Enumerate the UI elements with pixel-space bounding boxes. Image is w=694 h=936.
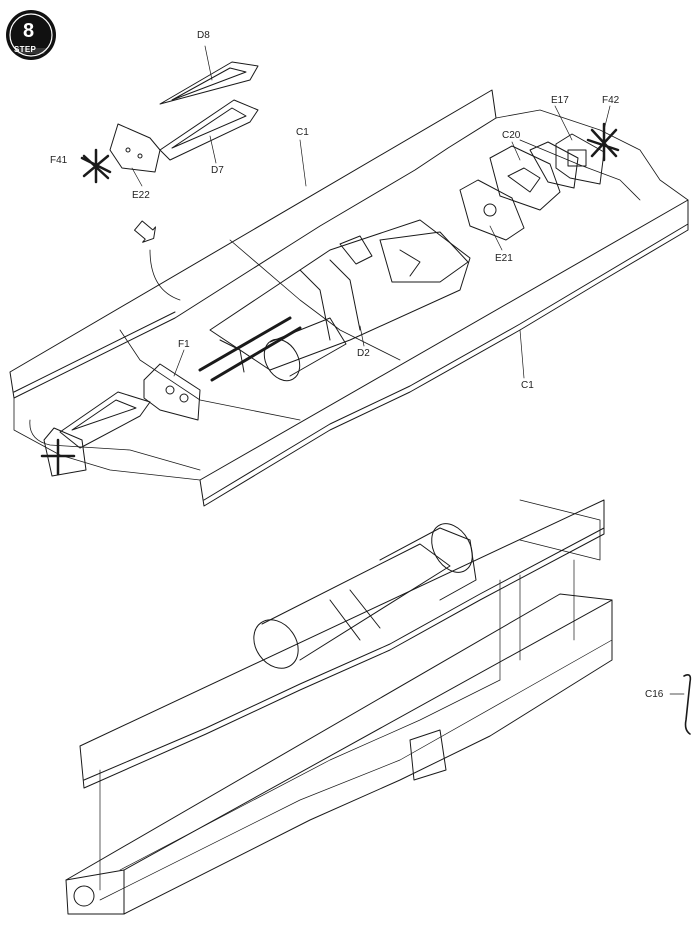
callout-d7: D7 <box>211 165 224 176</box>
bracket-e17 <box>555 133 605 185</box>
bracket-c20 <box>489 141 579 211</box>
callout-d8: D8 <box>197 30 210 41</box>
step-badge: 8 STEP <box>4 8 58 62</box>
star-part-f41 <box>80 148 112 184</box>
callout-d2: D2 <box>357 348 370 359</box>
rod-part-c16 <box>669 674 692 735</box>
step-number: 8 <box>23 20 35 42</box>
step-badge-circle <box>6 10 56 60</box>
gusset-lower-left <box>40 391 151 477</box>
callout-f42: F42 <box>602 95 620 106</box>
assembled-side-rail <box>79 499 605 789</box>
bracket-e21 <box>459 179 525 241</box>
frame-outline <box>13 109 689 481</box>
star-part-f42 <box>586 122 620 162</box>
callout-c1-bottom: C1 <box>521 380 534 391</box>
gusset-d7 <box>159 99 259 161</box>
callout-e22: E22 <box>132 190 150 201</box>
callout-c16: C16 <box>645 689 664 700</box>
alignment-lines <box>99 559 575 891</box>
gun-breech-assembly <box>198 219 471 382</box>
bracket-e22 <box>109 123 161 173</box>
plate-f1 <box>143 363 201 421</box>
side-panel-c1-upper <box>9 89 497 399</box>
side-panel-c1-lower <box>199 199 689 507</box>
callout-e17: E17 <box>551 95 569 106</box>
assembly-arrow-icon <box>133 220 156 243</box>
callout-c20: C20 <box>502 130 521 141</box>
chassis-tub <box>65 593 613 915</box>
callout-f41: F41 <box>50 155 68 166</box>
callout-e21: E21 <box>495 253 513 264</box>
callout-f1: F1 <box>178 339 190 350</box>
gusset-d8 <box>159 61 259 105</box>
assembled-gun-barrel <box>253 523 477 669</box>
leader-lines <box>131 45 611 379</box>
callout-c1-top: C1 <box>296 127 309 138</box>
step-label: STEP <box>14 45 37 54</box>
